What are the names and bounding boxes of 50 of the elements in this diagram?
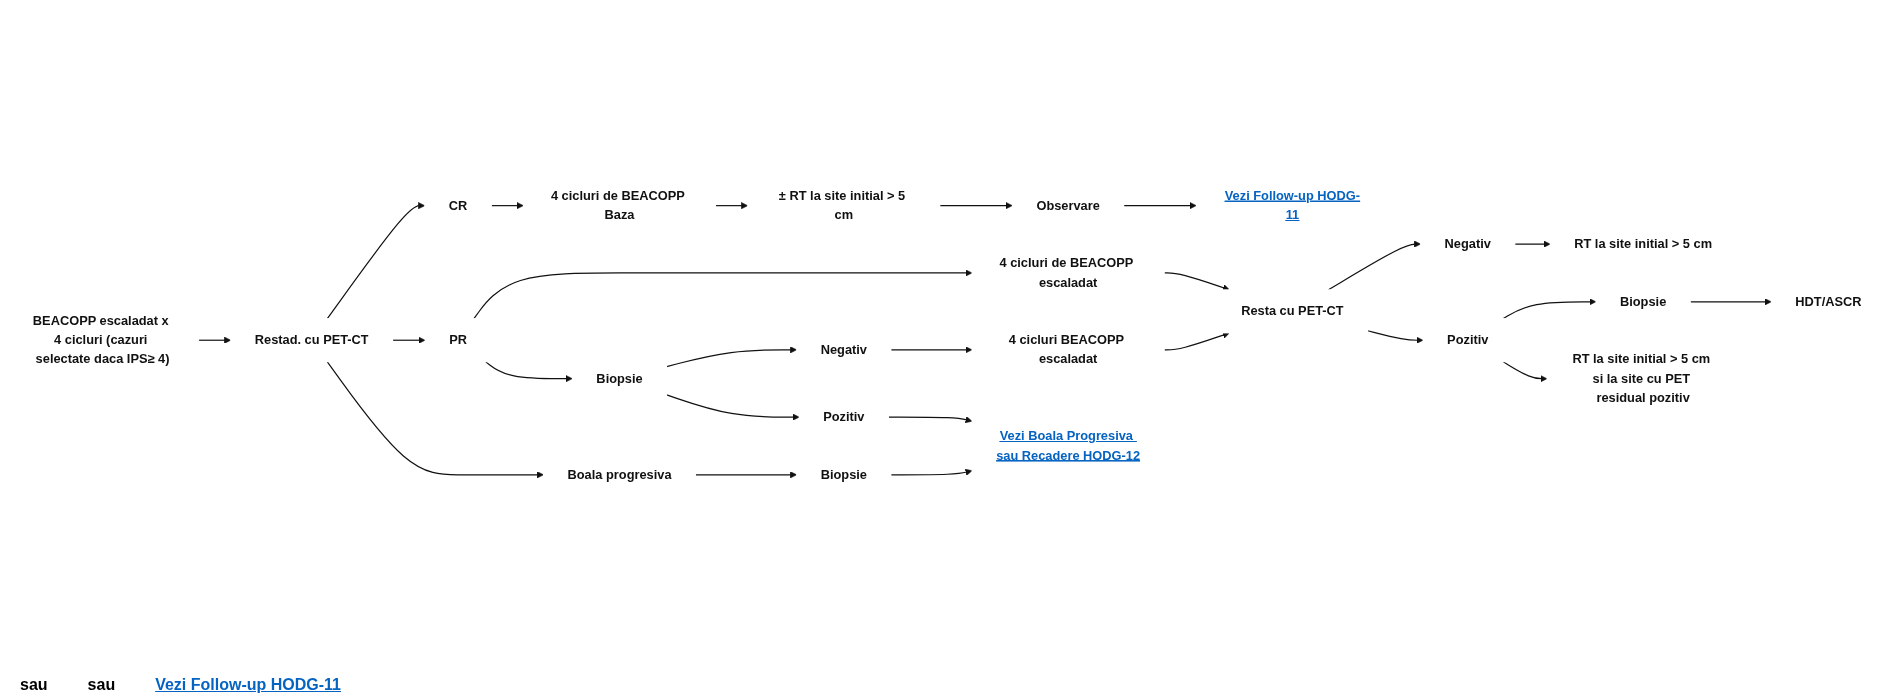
node-text: Negativ bbox=[820, 342, 867, 356]
arrow bbox=[887, 415, 973, 423]
node-text: CR bbox=[448, 198, 468, 212]
arrow bbox=[1163, 331, 1230, 351]
arrow bbox=[694, 470, 797, 478]
link-text: Vezi Follow-up HODG-11 bbox=[155, 676, 341, 694]
arrow bbox=[326, 360, 544, 478]
arrow bbox=[666, 345, 797, 367]
arrow bbox=[392, 336, 426, 344]
node-text: Biopsie bbox=[820, 467, 867, 481]
node-text: ± RT la site initial > 5 cm bbox=[778, 188, 906, 222]
node-text: RT la site initial > 5 cm bbox=[1574, 236, 1713, 251]
arrow bbox=[890, 468, 973, 476]
node-text: Resta cu PET-CT bbox=[1241, 303, 1344, 318]
note-text: sau bbox=[20, 676, 48, 694]
arrow bbox=[715, 201, 748, 209]
arrow bbox=[490, 201, 524, 209]
arrow bbox=[326, 201, 426, 319]
arrow bbox=[1502, 360, 1548, 382]
arrow bbox=[1327, 240, 1421, 290]
node-text: 4 cicluri BEACOPP escaladat bbox=[1008, 332, 1124, 366]
node-text: RT la site initial > 5 cm si la site cu PET residual pozitiv bbox=[1572, 351, 1711, 404]
node-text: 4 cicluri de BEACOPP Baza bbox=[550, 188, 685, 222]
node-text: Vezi Boala Progresiva sau Recadere HODG-12 bbox=[996, 428, 1141, 462]
node-text: Biopsie bbox=[596, 371, 643, 385]
node-text: HDT/ASCR bbox=[1795, 294, 1862, 308]
arrow bbox=[1689, 297, 1772, 305]
arrow bbox=[485, 360, 573, 382]
node-text: Boala progresiva bbox=[567, 467, 672, 481]
node-text: Negativ bbox=[1444, 236, 1491, 251]
arrow bbox=[1367, 329, 1424, 344]
node-text: Pozitiv bbox=[823, 409, 865, 424]
arrow bbox=[890, 345, 973, 353]
node-text: 4 cicluri de BEACOPP escaladat bbox=[999, 255, 1134, 289]
arrow bbox=[473, 269, 973, 319]
arrow bbox=[1514, 240, 1551, 248]
node-text: Pozitiv bbox=[1447, 332, 1489, 347]
arrow bbox=[1123, 201, 1197, 209]
node-text: Observare bbox=[1036, 198, 1100, 212]
note-text: sau bbox=[87, 676, 116, 694]
arrow bbox=[198, 336, 232, 344]
arrow bbox=[1163, 271, 1230, 291]
node-text: PR bbox=[449, 332, 467, 347]
node-text: Biopsie bbox=[1619, 294, 1667, 308]
arrow bbox=[1502, 297, 1597, 319]
arrow bbox=[939, 201, 1013, 209]
node-text: Vezi Follow-up HODG-11 bbox=[1224, 188, 1361, 222]
arrow bbox=[666, 393, 800, 421]
node-text: Restad. cu PET-CT bbox=[254, 332, 369, 347]
node-text: BEACOPP escaladat x 4 cicluri (cazuri selectate daca IPS≥ 4) bbox=[32, 313, 170, 366]
